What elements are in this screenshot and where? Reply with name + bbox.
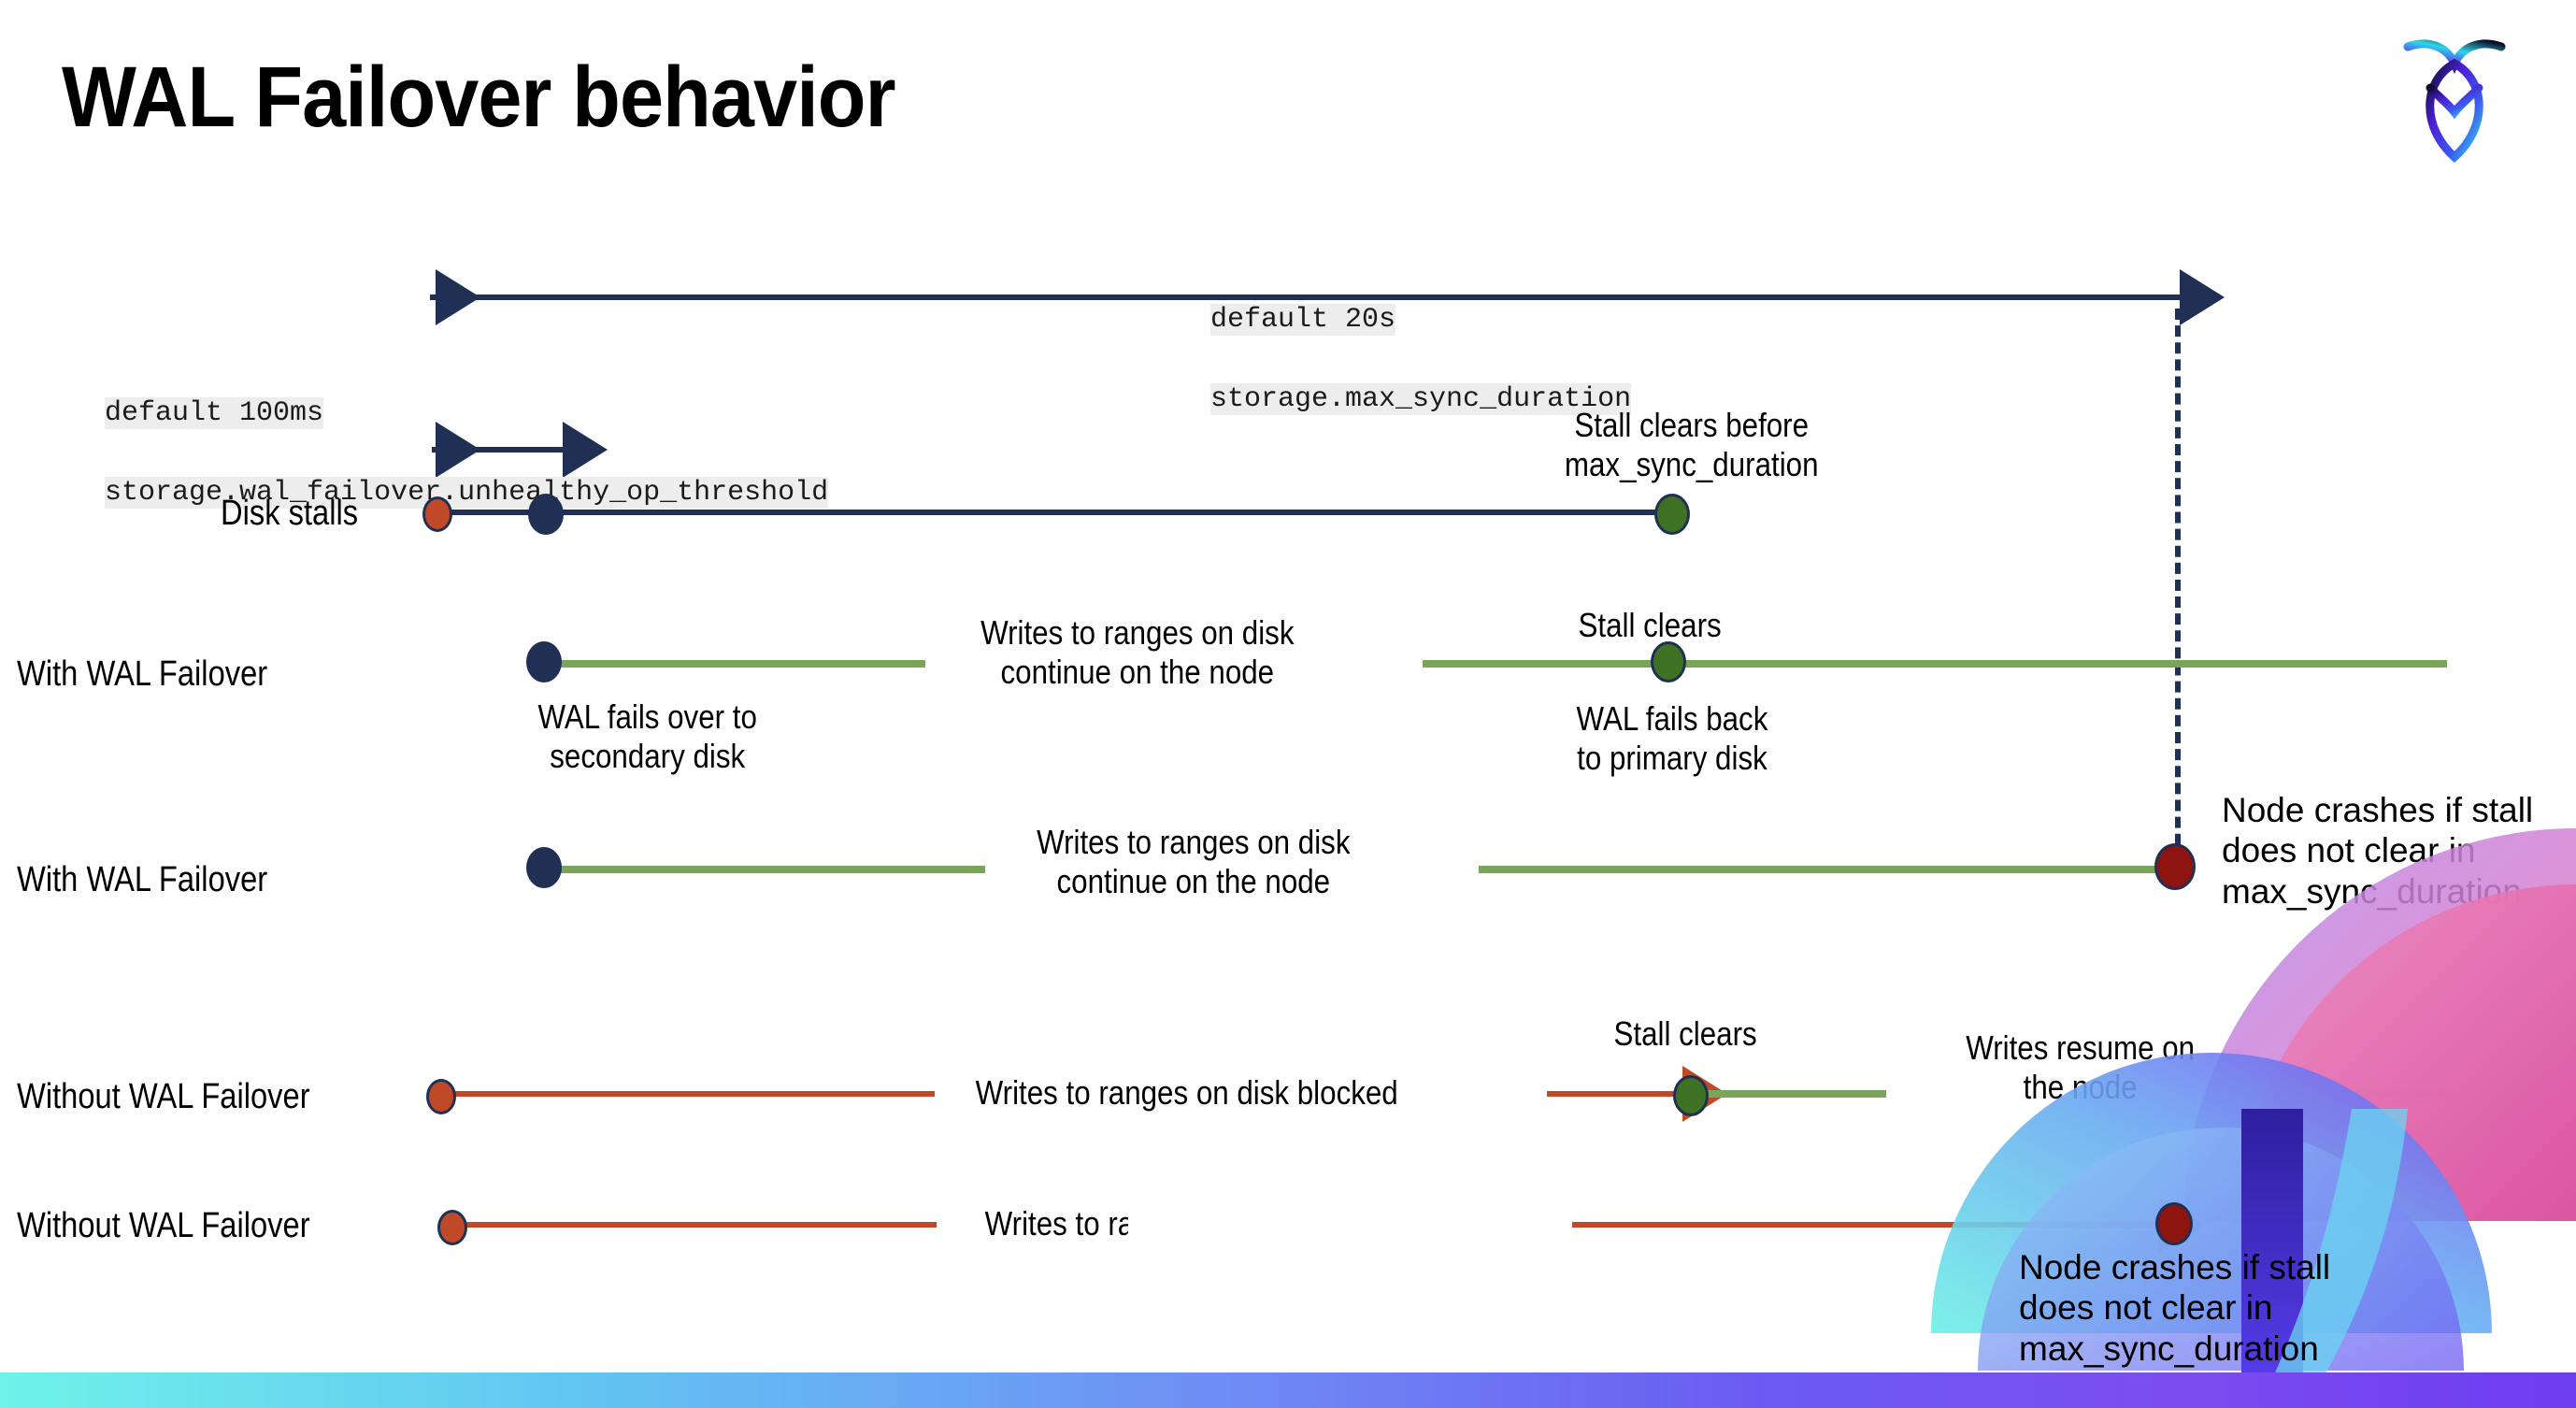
wal-failover-timeline-2a — [544, 866, 985, 873]
brand-gradient-bar — [0, 1372, 2576, 1408]
lane-label-without-wal-failover-1: Without WAL Failover — [17, 1077, 310, 1116]
disk-stall-start-marker — [422, 496, 452, 532]
node-crash-marker-2 — [2155, 1202, 2193, 1245]
disk-stall-start-marker-2 — [426, 1079, 456, 1114]
max-sync-duration-dropline — [2175, 309, 2181, 879]
wal-failover-start-marker-2 — [526, 847, 562, 888]
without-failover-timeline-1b — [1699, 1090, 1886, 1098]
disk-stall-detected-marker — [528, 494, 564, 535]
note-wal-fails-over: WAL fails over to secondary disk — [537, 697, 757, 776]
note-node-crashes-2: Node crashes if stall does not clear in … — [2019, 1248, 2331, 1368]
note-writes-continue-2: Writes to ranges on disk continue on the… — [1037, 823, 1351, 901]
note-node-crashes-1: Node crashes if stall does not clear in … — [2222, 791, 2534, 911]
disk-stall-start-marker-3 — [437, 1210, 467, 1245]
note-stall-clears-before: Stall clears before max_sync_duration — [1564, 406, 1819, 484]
unhealthy-setting-label: storage.wal_failover.unhealthy_op_thresh… — [105, 476, 829, 509]
note-stall-clears-1: Stall clears — [1578, 606, 1722, 644]
max-sync-duration-annotation: default 20s storage.max_sync_duration — [1143, 260, 1632, 459]
without-failover-timeline-1c — [2288, 1090, 2449, 1098]
lane-label-with-wal-failover-1: With WAL Failover — [17, 654, 268, 694]
stall-cleared-marker-2 — [1673, 1075, 1709, 1116]
wal-failover-timeline-1b — [1423, 660, 2447, 668]
lane-label-without-wal-failover-2: Without WAL Failover — [17, 1206, 310, 1245]
without-failover-timeline-1a — [452, 1091, 935, 1097]
node-crash-marker-1 — [2154, 843, 2196, 890]
lane-label-disk-stalls: Disk stalls — [221, 494, 359, 533]
unhealthy-threshold-annotation: default 100ms storage.wal_failover.unhea… — [37, 353, 829, 553]
note-stall-clears-2: Stall clears — [1613, 1014, 1757, 1053]
wal-failover-timeline-1a — [544, 660, 925, 668]
note-writes-continue-1: Writes to ranges on disk continue on the… — [980, 613, 1295, 692]
wal-failback-marker-1 — [1651, 641, 1686, 682]
without-failover-timeline-2a — [458, 1222, 937, 1228]
note-wal-fails-back: WAL fails back to primary disk — [1576, 699, 1768, 778]
max-sync-setting-label: storage.max_sync_duration — [1210, 382, 1632, 415]
disk-stall-cleared-marker — [1654, 494, 1690, 535]
note-writes-resume: Writes resume on the node — [1966, 1028, 2196, 1107]
disk-stalls-timeline — [439, 510, 1673, 515]
max-sync-default-label: default 20s — [1210, 303, 1396, 336]
wal-failover-timeline-2b — [1479, 866, 2178, 873]
page-title: WAL Failover behavior — [62, 50, 896, 145]
wal-failover-start-marker-1 — [526, 641, 562, 682]
note-writes-blocked-1: Writes to ranges on disk blocked — [975, 1073, 1398, 1112]
lane-label-with-wal-failover-2: With WAL Failover — [17, 860, 268, 899]
cockroachdb-logo-icon — [2395, 26, 2514, 165]
unhealthy-default-label: default 100ms — [105, 396, 324, 429]
